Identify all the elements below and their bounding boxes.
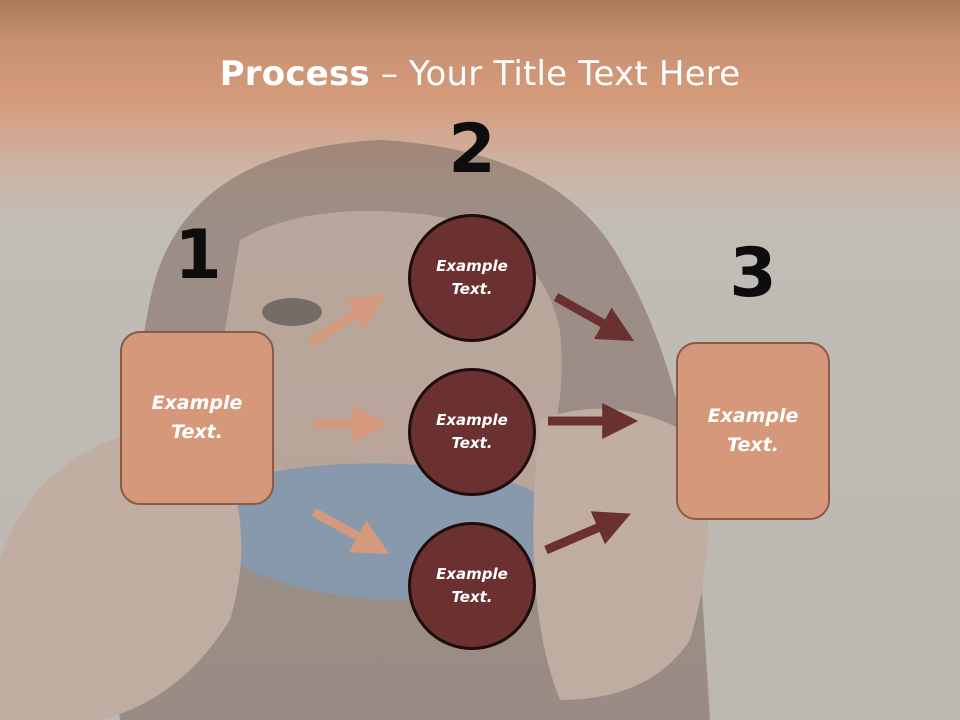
circle-step-bottom-label: Example Text. bbox=[436, 565, 508, 606]
arrow-top-to-right bbox=[553, 293, 635, 341]
arrow-left-to-top bbox=[307, 294, 386, 347]
title-rest: – Your Title Text Here bbox=[369, 54, 741, 94]
circle-step-bottom[interactable]: Example Text. bbox=[408, 522, 536, 650]
left-step-box-label: Example Text. bbox=[151, 392, 243, 443]
title-bold: Process bbox=[219, 54, 370, 94]
circle-step-middle-label: Example Text. bbox=[436, 411, 508, 452]
right-step-box[interactable]: Example Text. bbox=[676, 342, 830, 520]
step-number-3: 3 bbox=[729, 234, 777, 313]
slide-title: Process – Your Title Text Here bbox=[0, 52, 960, 96]
step-number-1: 1 bbox=[174, 216, 222, 295]
arrow-bottom-to-right bbox=[544, 511, 631, 555]
circle-step-top-label: Example Text. bbox=[436, 257, 508, 298]
right-step-box-label: Example Text. bbox=[707, 405, 799, 456]
circle-step-top[interactable]: Example Text. bbox=[408, 214, 536, 342]
left-step-box[interactable]: Example Text. bbox=[120, 331, 274, 505]
step-number-2: 2 bbox=[448, 110, 496, 189]
circle-step-middle[interactable]: Example Text. bbox=[408, 368, 536, 496]
arrow-left-to-bottom bbox=[311, 508, 390, 554]
